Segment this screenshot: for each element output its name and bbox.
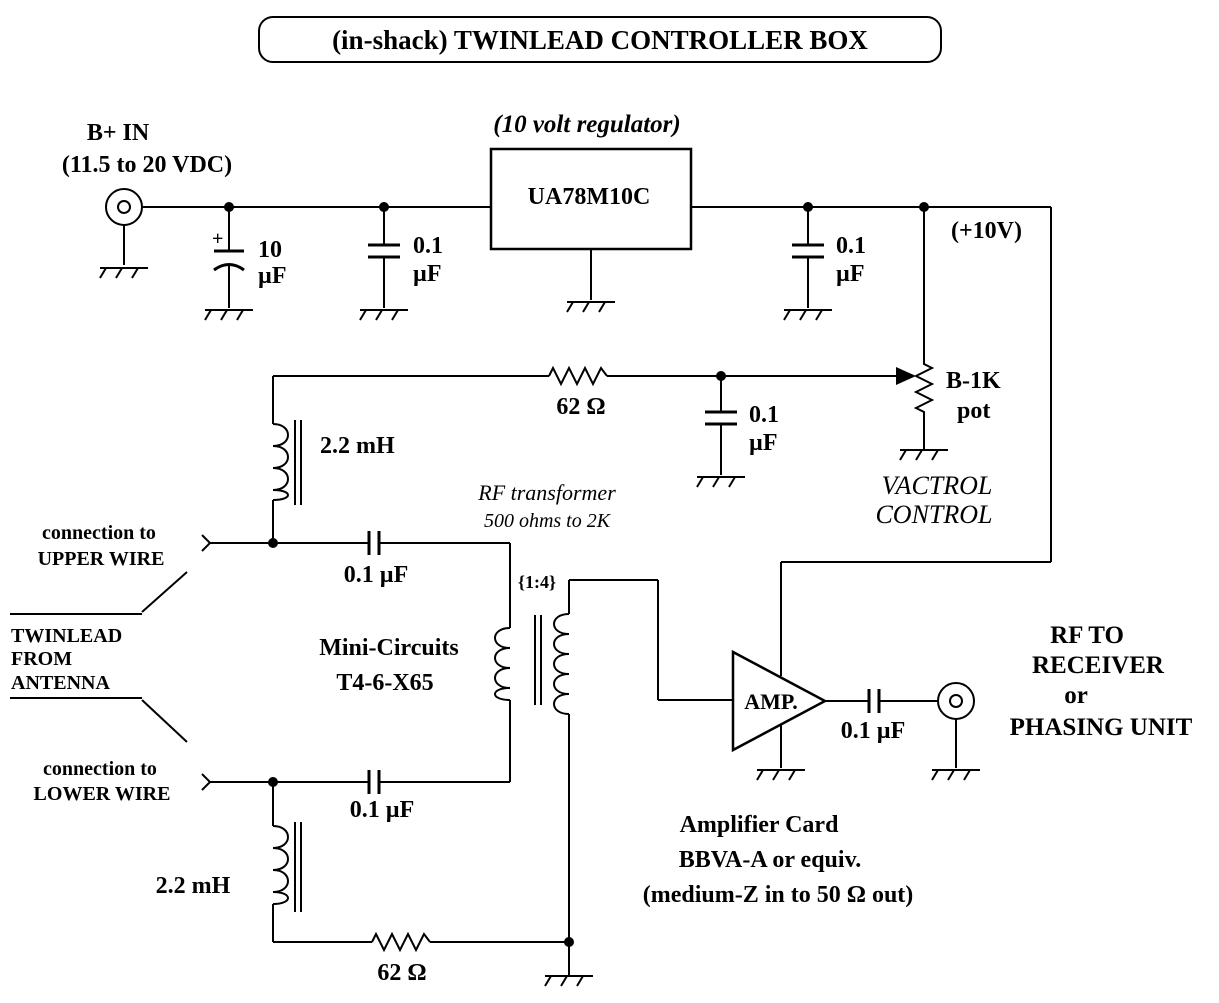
capacitor-icon bbox=[792, 207, 824, 308]
amp-card-label-2: BBVA-A or equiv. bbox=[679, 847, 862, 873]
lower-conn-label-2: LOWER WIRE bbox=[34, 783, 171, 805]
cap10-unit: µF bbox=[258, 263, 287, 289]
twinlead-lower bbox=[141, 699, 188, 743]
cap01a-unit: µF bbox=[413, 261, 442, 287]
ground-icon bbox=[756, 769, 805, 781]
transformer-secondary-icon bbox=[553, 613, 570, 715]
bplus-label-1: B+ IN bbox=[87, 120, 150, 146]
cap01b-unit: µF bbox=[836, 261, 865, 287]
rf-output-jack-icon bbox=[937, 682, 975, 768]
ind-bottom-label: 2.2 mH bbox=[156, 873, 231, 899]
capacitor-icon bbox=[705, 376, 737, 475]
amp-label: AMP. bbox=[744, 689, 798, 714]
ground-icon bbox=[696, 476, 745, 488]
upper-wire-terminal-icon bbox=[201, 534, 212, 552]
rf-out-label-1: RF TO bbox=[1050, 622, 1124, 649]
ground-icon bbox=[204, 309, 253, 321]
cap01c-unit: µF bbox=[749, 430, 778, 456]
ratio-label: {1:4} bbox=[518, 572, 556, 592]
res-top-label: 62 Ω bbox=[556, 394, 605, 420]
lower-conn-label-1: connection to bbox=[43, 758, 157, 780]
resistor-icon bbox=[371, 931, 431, 953]
ground-icon bbox=[99, 267, 148, 279]
resistor-icon bbox=[548, 365, 608, 387]
pot-label-1: B-1K bbox=[946, 368, 1001, 394]
cap10-value: 10 bbox=[258, 237, 282, 263]
upper-conn-label-1: connection to bbox=[42, 522, 156, 544]
cap01a-value: 0.1 bbox=[413, 233, 443, 259]
twinlead-label-3: ANTENNA bbox=[11, 672, 110, 694]
inductor-icon bbox=[272, 825, 289, 905]
electrolytic-capacitor-icon: + bbox=[212, 207, 245, 308]
twinlead-label-2: FROM bbox=[11, 648, 72, 670]
ground-icon bbox=[899, 449, 948, 461]
cap-upper-label: 0.1 µF bbox=[344, 562, 409, 588]
inductor-icon bbox=[272, 423, 289, 501]
ground-icon bbox=[783, 309, 832, 321]
minicircuits-label-2: T4-6-X65 bbox=[336, 670, 433, 696]
vactrol-label-1: VACTROL bbox=[882, 471, 993, 500]
regulator-note: (10 volt regulator) bbox=[493, 111, 681, 138]
rf-out-label-4: PHASING UNIT bbox=[1010, 714, 1193, 741]
wiper-arrow-icon bbox=[896, 367, 916, 385]
rf-xfmr-label-1: RF transformer bbox=[477, 480, 616, 505]
cap01c-value: 0.1 bbox=[749, 402, 779, 428]
lower-wire-terminal-icon bbox=[201, 773, 212, 791]
res-bottom-label: 62 Ω bbox=[377, 960, 426, 986]
twinlead-upper bbox=[141, 571, 188, 613]
ind-top-label: 2.2 mH bbox=[320, 433, 395, 459]
cap01b-value: 0.1 bbox=[836, 233, 866, 259]
capacitor-icon bbox=[367, 531, 381, 555]
ground-icon bbox=[931, 769, 980, 781]
pot-label-2: pot bbox=[957, 398, 990, 424]
amp-card-label-3: (medium-Z in to 50 Ω out) bbox=[643, 882, 914, 908]
vactrol-label-2: CONTROL bbox=[875, 500, 992, 529]
ground-icon bbox=[544, 975, 593, 987]
twinlead-label-1: TWINLEAD bbox=[11, 625, 122, 647]
rf-out-label-3: or bbox=[1064, 682, 1088, 709]
transformer-primary-icon bbox=[494, 627, 511, 701]
capacitor-icon bbox=[867, 689, 881, 713]
minicircuits-label-1: Mini-Circuits bbox=[319, 635, 459, 661]
ground-icon bbox=[359, 309, 408, 321]
upper-conn-label-2: UPPER WIRE bbox=[38, 548, 165, 570]
cap-out-label: 0.1 µF bbox=[841, 718, 906, 744]
svg-text:+: + bbox=[212, 228, 223, 250]
bplus-input-jack-icon bbox=[105, 188, 143, 265]
amp-card-label-1: Amplifier Card bbox=[680, 812, 840, 838]
cap-lower-label: 0.1 µF bbox=[350, 797, 415, 823]
title-box bbox=[258, 16, 942, 63]
bplus-label-2: (11.5 to 20 VDC) bbox=[62, 152, 232, 178]
capacitor-icon bbox=[368, 207, 400, 308]
regulator-part: UA78M10C bbox=[528, 184, 651, 210]
rf-out-label-2: RECEIVER bbox=[1032, 652, 1165, 679]
plus10v-label: (+10V) bbox=[951, 218, 1022, 244]
amplifier-icon bbox=[731, 649, 828, 753]
rf-xfmr-label-2: 500 ohms to 2K bbox=[484, 510, 612, 532]
diagram-title: (in-shack) TWINLEAD CONTROLLER BOX bbox=[332, 25, 868, 55]
ground-icon bbox=[566, 301, 615, 313]
potentiometer-icon bbox=[913, 358, 935, 450]
capacitor-icon bbox=[367, 770, 381, 794]
